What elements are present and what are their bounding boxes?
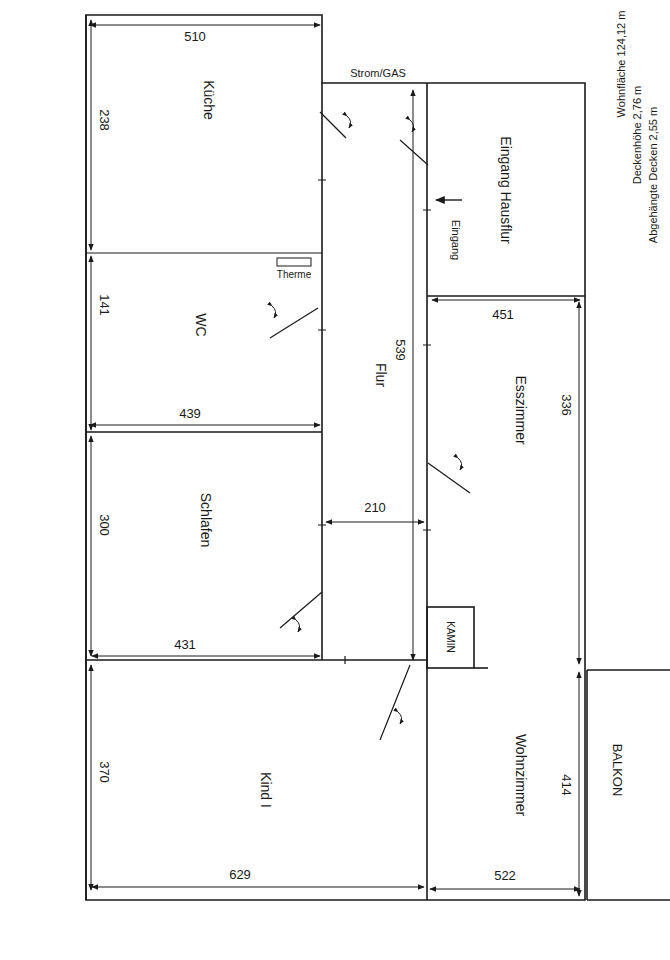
dimension-label: 336: [559, 392, 573, 418]
wall: [426, 83, 428, 900]
dimension-label: 522: [492, 869, 518, 883]
door-leaf: [380, 665, 410, 740]
room-label: Küche: [200, 78, 215, 122]
dimension-label: 439: [177, 407, 203, 421]
door-swing: [458, 458, 462, 470]
balcony-outline: [587, 670, 670, 900]
fireplace-outline: [427, 607, 474, 668]
dimension-line: [432, 300, 580, 301]
dimension-label: 210: [362, 501, 388, 515]
wall-stub: [474, 667, 488, 669]
dimension-label: 141: [97, 292, 111, 318]
dimension-label: 431: [172, 638, 198, 652]
note-text: Deckenhöhe 2,76 m: [631, 84, 643, 186]
room-label: KAMIN: [445, 619, 456, 655]
outer-wall: [86, 15, 585, 900]
note-text: Wohnfläche 124,12 m: [615, 9, 627, 120]
room-label: Esszimmer: [512, 373, 527, 446]
wall: [86, 659, 427, 661]
door-swing: [272, 306, 276, 318]
annotation: Strom/GAS: [348, 67, 408, 79]
room: EsszimmerKAMIN: [427, 296, 585, 668]
dimension-line: [326, 522, 424, 523]
room-label: Schlafen: [197, 491, 212, 549]
wall: [321, 83, 323, 660]
dimension-line: [90, 25, 320, 26]
dimension-line: [90, 425, 320, 426]
room: WC Therme: [86, 253, 322, 432]
dimension-label: 629: [227, 868, 253, 882]
boiler-symbol: [277, 258, 311, 266]
door-swing: [296, 620, 300, 632]
dimension-line: [430, 889, 580, 890]
room: Kind I: [86, 660, 427, 900]
dimension-label: 451: [490, 308, 516, 322]
room: Flur: [322, 83, 427, 660]
note-text: Abgehängte Decken 2,55 m: [647, 105, 659, 245]
room-label: Therme: [275, 269, 313, 280]
wall: [86, 431, 322, 433]
annotation: Eingang: [450, 218, 462, 262]
door-leaf: [270, 308, 318, 338]
entrance-arrow: [436, 199, 462, 200]
dimension-line: [92, 887, 424, 888]
wall: [86, 253, 322, 254]
dimension-label: 510: [182, 30, 208, 44]
dimension-line: [579, 672, 580, 896]
dimension-line: [579, 302, 580, 664]
room: KAMIN: [427, 607, 474, 668]
door-leaf: [428, 463, 470, 493]
room-label: Flur: [372, 361, 387, 389]
wall: [427, 295, 585, 297]
room: Eingang Hausflur: [427, 83, 585, 296]
room-label: BALKON: [610, 742, 624, 799]
dimension-label: 370: [97, 759, 111, 785]
dimension-line: [91, 436, 92, 656]
dimension-line: [413, 90, 414, 660]
door-swing: [398, 712, 402, 724]
dimension-line: [91, 256, 92, 430]
room-label: Wohnzimmer: [512, 732, 527, 818]
dimension-label: 238: [97, 107, 111, 133]
door-leaf: [320, 112, 346, 138]
room-label: WC: [192, 311, 207, 338]
room-label: Eingang Hausflur: [497, 134, 512, 245]
door-swing: [347, 116, 351, 128]
dimension-line: [91, 665, 92, 890]
wall-tick: [318, 180, 431, 664]
room: Therme: [270, 256, 318, 282]
dimension-label: 300: [97, 512, 111, 538]
dimension-label: 414: [559, 772, 573, 798]
room: BALKON: [587, 670, 670, 900]
room-label: Kind I: [257, 770, 272, 810]
wall: [85, 15, 87, 900]
room: Schlafen: [86, 432, 322, 660]
dimension-label: 539: [393, 337, 407, 363]
dimension-line: [91, 20, 92, 250]
door-leaf: [280, 592, 322, 628]
dimension-line: [92, 656, 320, 657]
door-leaf: [400, 140, 428, 165]
room: Küche: [86, 15, 322, 253]
